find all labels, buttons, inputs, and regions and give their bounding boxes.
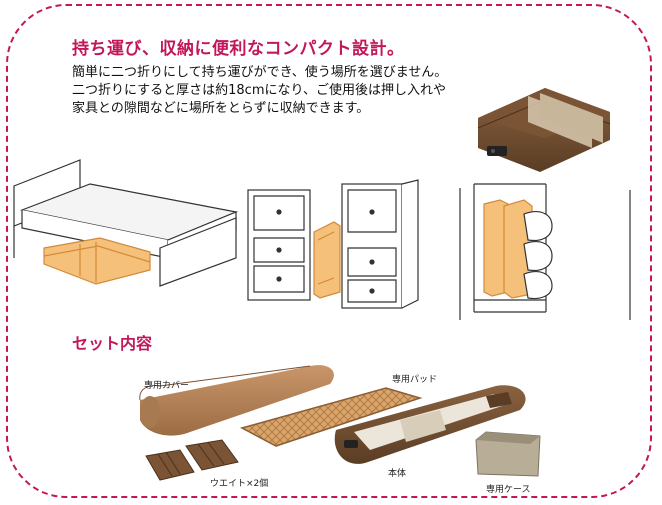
body-label: 本体 <box>388 469 407 479</box>
cover-label: 専用カバー <box>144 381 190 391</box>
description-line: 簡単に二つ折りにして持ち運びができ、使う場所を選びません。 <box>72 65 448 80</box>
case-image <box>475 431 541 477</box>
cover-image <box>139 365 334 436</box>
pad-label: 専用パッド <box>392 375 438 385</box>
closet-storage-illustration <box>459 183 631 320</box>
set-contents-title: セット内容 <box>72 334 153 353</box>
weights-label: ウエイト×2個 <box>210 479 269 489</box>
description-text: 簡単に二つ折りにして持ち運びができ、使う場所を選びません。 二つ折りにすると厚さ… <box>72 64 447 118</box>
cabinet-storage-illustration <box>247 179 419 309</box>
description-line: 家具との隙間などに場所をとらずに収納できます。 <box>72 101 370 116</box>
pad-image <box>239 387 423 447</box>
page-heading: 持ち運び、収納に便利なコンパクト設計。 <box>72 39 405 59</box>
weights-image <box>145 439 239 481</box>
case-label: 専用ケース <box>486 485 531 495</box>
bed-storage-illustration <box>13 159 239 287</box>
folded-mat-image <box>477 88 611 172</box>
description-line: 二つ折りにすると厚さは約18cmになり、ご使用後は押し入れや <box>72 83 446 98</box>
dashed-frame <box>6 4 652 498</box>
body-image <box>334 385 526 464</box>
